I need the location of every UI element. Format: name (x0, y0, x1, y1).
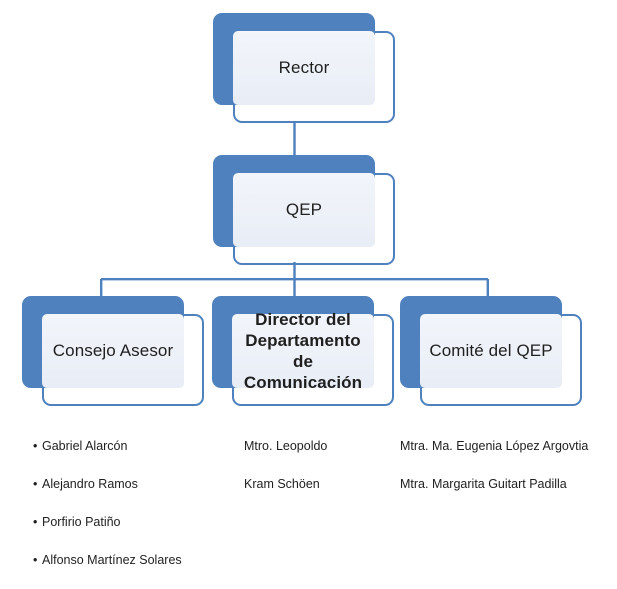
caption-line: Mtra. Ma. Eugenia López Argovtia (400, 439, 589, 453)
caption-line: Kram Schöen (244, 477, 320, 491)
caption-line: Gabriel Alarcón (33, 437, 233, 456)
node-comite-del-qep[interactable]: Comité del QEP (400, 296, 582, 406)
caption-line: Mtro. Leopoldo (244, 439, 328, 453)
node-rector-face: Rector (233, 31, 375, 105)
caption-line: Alejandro Ramos (33, 475, 233, 494)
caption-consejo-asesor-members: Gabriel Alarcón Alejandro Ramos Porfirio… (33, 418, 233, 589)
node-comite-face: Comité del QEP (420, 314, 562, 388)
node-director-label: Director del Departamento de Comunicació… (243, 309, 363, 393)
node-rector[interactable]: Rector (213, 13, 395, 123)
caption-line: Porfirio Patiño (33, 513, 233, 532)
node-consejo-asesor[interactable]: Consejo Asesor (22, 296, 204, 406)
node-director-face: Director del Departamento de Comunicació… (232, 310, 374, 392)
org-chart: Rector QEP Consejo Asesor Director del D… (0, 0, 617, 494)
caption-comite-qep-members: Mtra. Ma. Eugenia López Argovtia Mtra. M… (400, 418, 617, 513)
caption-line: Mtra. Margarita Guitart Padilla (400, 477, 567, 491)
node-consejo-asesor-face: Consejo Asesor (42, 314, 184, 388)
caption-director-comunicacion-person: Mtro. Leopoldo Kram Schöen (244, 418, 404, 513)
node-rector-label: Rector (278, 58, 330, 78)
node-qep-face: QEP (233, 173, 375, 247)
node-qep-label: QEP (285, 200, 323, 220)
node-consejo-asesor-label: Consejo Asesor (52, 341, 174, 361)
node-qep[interactable]: QEP (213, 155, 395, 265)
caption-line: Alfonso Martínez Solares (33, 551, 233, 570)
node-comite-label: Comité del QEP (429, 341, 553, 361)
node-director-departamento-comunicacion[interactable]: Director del Departamento de Comunicació… (212, 296, 394, 406)
